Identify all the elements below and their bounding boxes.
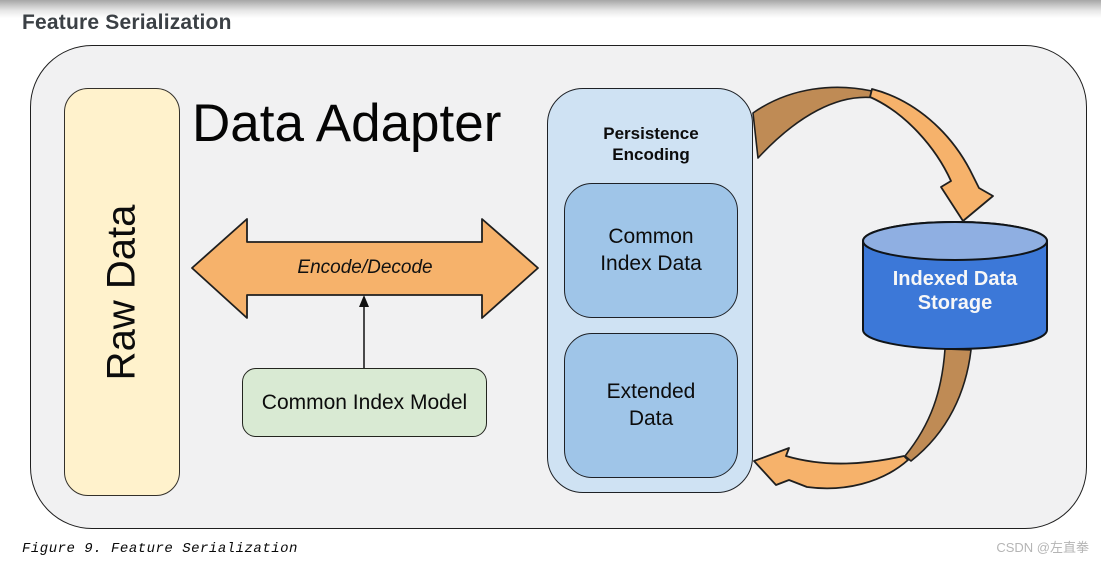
- common-index-model-box: Common Index Model: [242, 368, 487, 437]
- watermark: CSDN @左直拳: [996, 540, 1089, 555]
- indexed-data-storage-label: Indexed Data Storage: [892, 268, 1018, 314]
- encode-decode-label: Encode/Decode: [297, 257, 433, 278]
- common-index-data-label: Common Index Data: [600, 225, 702, 275]
- extended-data-box: Extended Data: [564, 333, 738, 478]
- page-title: Feature Serialization: [22, 11, 232, 34]
- raw-data-label: Raw Data: [99, 204, 144, 380]
- persistence-encoding-container: Persistence Encoding Common Index Data E…: [547, 88, 753, 493]
- extended-data-label: Extended Data: [606, 380, 696, 430]
- data-adapter-title: Data Adapter: [192, 94, 502, 153]
- figure-caption: Figure 9. Feature Serialization: [22, 541, 298, 557]
- common-index-model-label: Common Index Model: [261, 390, 468, 414]
- raw-data-box: Raw Data: [64, 88, 180, 496]
- common-index-data-box: Common Index Data: [564, 183, 738, 318]
- persistence-encoding-title: Persistence Encoding: [603, 124, 699, 165]
- top-gradient-band: [0, 0, 1101, 18]
